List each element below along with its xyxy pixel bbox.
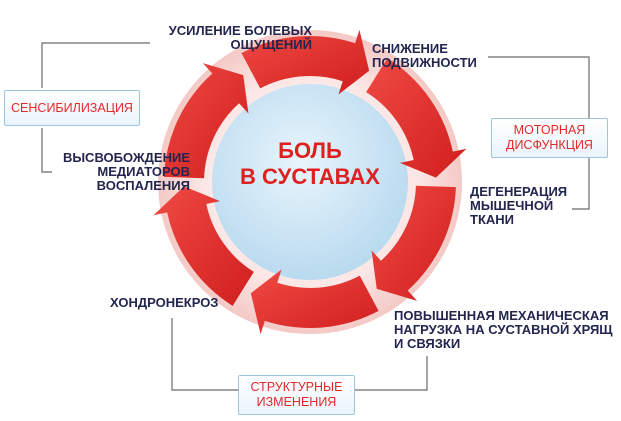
label-pain-increase: УСИЛЕНИЕ БОЛЕВЫХ ОЩУЩЕНИЙ (168, 23, 312, 52)
label-mechanical-load: ПОВЫШЕННАЯ МЕХАНИЧЕСКАЯ НАГРУЗКА НА СУСТ… (394, 309, 613, 351)
bracket-sensitization-lower (41, 128, 52, 173)
arrow-3 (371, 185, 456, 301)
bracket-structural-left (171, 318, 238, 391)
arrow-2 (366, 58, 467, 178)
center-circle (212, 84, 408, 280)
arrow-6 (164, 63, 249, 179)
label-muscle-degeneration: ДЕГЕНЕРАЦИЯ МЫШЕЧНОЙ ТКАНИ (470, 184, 568, 227)
bracket-structural-right (355, 356, 428, 391)
brackets (41, 42, 590, 391)
center-title: БОЛЬ В СУСТАВАХ (240, 138, 380, 189)
box-sensitization: СЕНСИБИЛИЗАЦИЯ (4, 90, 140, 126)
box-motor-dysfunction: МОТОРНАЯ ДИСФУНКЦИЯ (491, 118, 608, 158)
arrow-5 (153, 186, 254, 306)
label-mediator-release: ВЫСВОБОЖДЕНИЕ МЕДИАТОРОВ ВОСПАЛЕНИЯ (62, 150, 190, 193)
label-chondronecrosis: ХОНДРОНЕКРОЗ (110, 295, 219, 310)
bracket-motor-lower (572, 157, 590, 210)
label-reduced-mobility: СНИЖЕНИЕ ПОДВИЖНОСТИ (372, 41, 477, 70)
arrow-1 (241, 29, 370, 95)
bracket-motor (488, 56, 590, 120)
box-structural-changes: СТРУКТУРНЫЕ ИЗМЕНЕНИЯ (238, 375, 355, 415)
cycle-arrows (153, 29, 467, 335)
arrow-4 (250, 269, 379, 335)
bracket-sensitization (41, 42, 150, 88)
